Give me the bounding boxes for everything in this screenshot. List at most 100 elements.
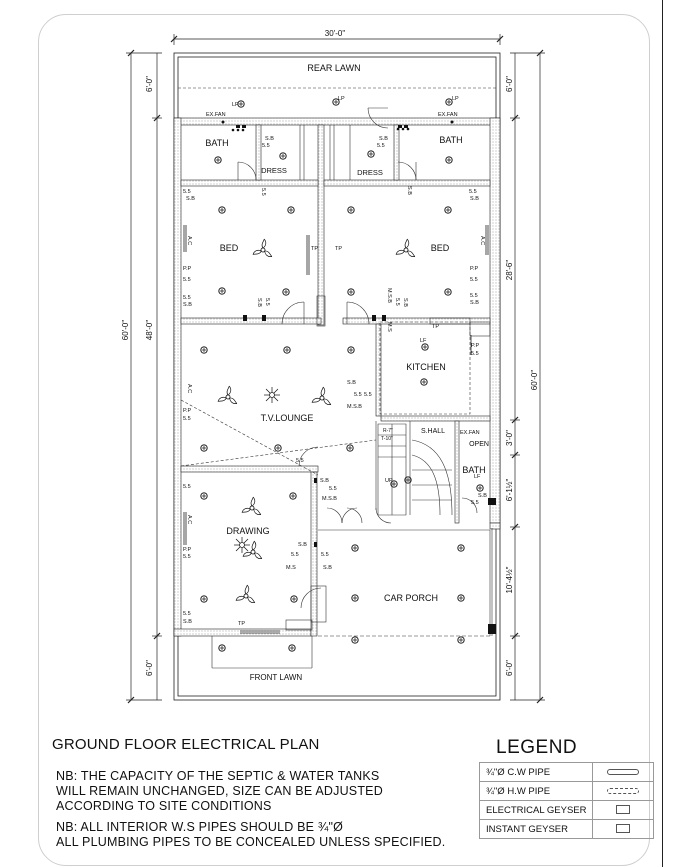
tp-label: TP [432, 324, 439, 330]
socket-label: 5.5 [471, 351, 479, 357]
note-line: WILL REMAIN UNCHANGED, SIZE CAN BE ADJUS… [56, 784, 383, 798]
power-plug-label: P.P [471, 343, 479, 349]
tp-label: TP [335, 246, 342, 252]
instant-geyser-icon [616, 824, 631, 834]
socket-label: 5.5 [264, 298, 270, 306]
main-switchboard-label: M.S.B [347, 404, 362, 410]
socket-label: 5.5 [183, 189, 191, 195]
fan-icon [310, 386, 333, 407]
dim-right-total: 60'-0" [530, 370, 539, 391]
dim-right-c: 10'-4½" [505, 566, 514, 593]
interior-lines [178, 87, 496, 669]
chandelier-icon [233, 536, 251, 554]
switchboard-label: S.B [347, 380, 356, 386]
fan-icon [234, 584, 257, 605]
power-plug-label: P.P [183, 408, 191, 414]
electrical-annotations: EX.FAN EX.FAN EX.FAN LP LP LP 5.5 S.B 5.… [183, 96, 487, 627]
switchboard-label: S.B [265, 136, 274, 142]
plot-boundary [173, 52, 501, 701]
dim-left-bottom: 6'-0" [145, 660, 154, 676]
room-open: OPEN [469, 441, 489, 448]
ac-point-label: A.C [186, 236, 192, 245]
room-bath-small: BATH [462, 465, 485, 475]
dim-right-a: 3'-0" [505, 430, 514, 446]
switchboard-label: S.B [320, 478, 329, 484]
note-line: ACCORDING TO SITE CONDITIONS [56, 799, 272, 813]
tp-label: TP [311, 246, 318, 252]
main-switchboard-label: M.S.B [322, 496, 337, 502]
legend-label: ¾"Ø H.W PIPE [478, 781, 594, 801]
main-switchboard-label: M.S.B [386, 288, 392, 303]
socket-label: 5.5 [364, 392, 372, 398]
room-bed-right: BED [431, 243, 450, 253]
fan-icon [240, 496, 263, 517]
note-line: NB: ALL INTERIOR W.S PIPES SHOULD BE ¾"Ø [56, 820, 344, 834]
dim-left-total: 60'-0" [121, 320, 130, 341]
lf-label: LF [474, 474, 481, 480]
legend-row: ¾"Ø C.W PIPE [478, 762, 655, 782]
socket-label: 5.5 [296, 458, 304, 464]
room-dress-left: DRESS [261, 166, 287, 175]
socket-label: 5.5 [291, 552, 299, 558]
note-line: NB: THE CAPACITY OF THE SEPTIC & WATER T… [56, 769, 380, 783]
socket-label: 5.5 [377, 143, 385, 149]
dimension-lines [126, 34, 545, 704]
legend-title: LEGEND [496, 737, 578, 758]
dim-left-top: 6'-0" [145, 76, 154, 92]
legend-row: ELECTRICAL GEYSER [478, 800, 655, 820]
ex-fan-label: EX.FAN [460, 430, 480, 436]
drawing-sheet-border [38, 14, 650, 866]
door-swings [237, 107, 478, 609]
dim-right-bottom: 6'-0" [505, 660, 514, 676]
socket-label: 5.5 [470, 293, 478, 299]
plan-title: GROUND FLOOR ELECTRICAL PLAN [52, 736, 320, 753]
legend-label: ELECTRICAL GEYSER [478, 800, 594, 820]
cw-pipe-icon [607, 768, 640, 775]
fan-icon [216, 385, 239, 406]
socket-label: 5.5 [394, 298, 400, 306]
dim-left-mid: 48'-0" [145, 320, 154, 341]
switchboard-label: S.B [406, 186, 412, 195]
dimension-labels: 30'-0" 6'-0" 48'-0" 6'-0" 60'-0" 6'-0" 2… [121, 29, 539, 676]
switchboard-label: S.B [470, 300, 479, 306]
ex-fan-label: EX.FAN [438, 112, 458, 118]
room-dress-right: DRESS [357, 168, 383, 177]
room-s-hall: S.HALL [421, 428, 445, 435]
switchboard-label: S.B [470, 196, 479, 202]
staircase [377, 423, 453, 516]
switchboard-label: S.B [183, 302, 192, 308]
tp-label: TP [238, 621, 245, 627]
switchboard-label: S.B [323, 565, 332, 571]
ex-fan-label: EX.FAN [206, 112, 226, 118]
ac-point-label: A.C [186, 384, 192, 393]
power-plug-label: P.P [183, 547, 191, 553]
room-front-lawn: FRONT LAWN [250, 673, 303, 682]
socket-label: 5.5 [183, 277, 191, 283]
switchboard-label: S.B [256, 298, 262, 307]
socket-label: 5.5 [469, 189, 477, 195]
chandelier-icon [263, 386, 281, 404]
switchboard-label: S.B [298, 542, 307, 548]
lp-label: LP [452, 96, 459, 102]
switchboard-label: S.B [478, 493, 487, 499]
lp-label: LP [232, 102, 239, 108]
ac-point-label: A.C [479, 236, 485, 245]
socket-label: 5.5 [321, 552, 329, 558]
plan-notes: NB: THE CAPACITY OF THE SEPTIC & WATER T… [56, 769, 445, 850]
exhaust-fan-icon [221, 120, 454, 132]
note-line: ALL PLUMBING PIPES TO BE CONCEALED UNLES… [56, 835, 446, 849]
dim-top-width: 30'-0" [325, 29, 346, 38]
stair-up-label: UP [385, 478, 393, 484]
room-tv-lounge: T.V.LOUNGE [261, 413, 314, 423]
room-bath-right: BATH [439, 135, 462, 145]
switchboard-label: S.B [402, 298, 408, 307]
legend-label: ¾"Ø C.W PIPE [478, 762, 594, 782]
legend-row: ¾"Ø H.W PIPE [478, 781, 655, 801]
switchboard-label: S.B [379, 136, 388, 142]
legend-row: INSTANT GEYSER [478, 819, 655, 839]
lf-label: LF [420, 338, 427, 344]
dim-right-top: 6'-0" [505, 76, 514, 92]
fan-icon [251, 238, 274, 259]
legend-table: ¾"Ø C.W PIPE ¾"Ø H.W PIPE ELECTRICAL GEY… [478, 762, 655, 839]
electrical-geyser-icon [616, 805, 631, 815]
